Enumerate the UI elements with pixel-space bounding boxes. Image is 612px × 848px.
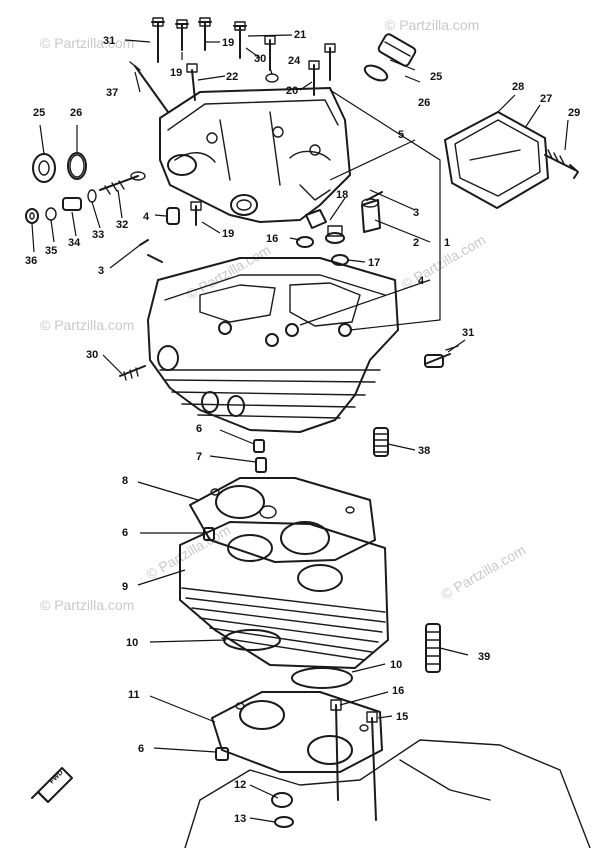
callout-2: 2 <box>413 237 419 249</box>
cylinder-head <box>119 257 459 433</box>
callout-26-left: 26 <box>70 107 82 119</box>
callout-11: 11 <box>128 689 140 701</box>
small-hardware <box>139 191 383 266</box>
callout-25-right: 25 <box>430 71 442 83</box>
callout-19-b: 19 <box>222 37 234 49</box>
callout-13: 13 <box>234 813 246 825</box>
right-side-parts <box>363 33 579 209</box>
callout-31: 31 <box>462 327 474 339</box>
watermark-8: © Partzilla.com <box>439 542 529 603</box>
callout-39: 39 <box>478 651 490 663</box>
callout-15: 16 <box>392 685 404 697</box>
callout-19-c: 20 <box>286 85 298 97</box>
callout-36: 36 <box>25 255 37 267</box>
callout-12: 12 <box>234 779 246 791</box>
callout-27: 27 <box>540 93 552 105</box>
callout-6-top: 6 <box>196 423 202 435</box>
callout-17: 18 <box>336 189 348 201</box>
left-side-parts <box>25 152 146 224</box>
callout-37: 37 <box>106 87 118 99</box>
callout-7: 7 <box>196 451 202 463</box>
callout-16-a: 16 <box>266 233 278 245</box>
callout-32: 32 <box>116 219 128 231</box>
callout-30: 30 <box>86 349 98 361</box>
callout-25-left: 25 <box>33 107 45 119</box>
callout-6-mid: 6 <box>122 527 128 539</box>
o-rings <box>223 629 353 689</box>
rocker-cover-assembly <box>159 87 351 223</box>
callout-23: 31 <box>103 35 115 47</box>
watermark-2: © Partzilla.com <box>385 17 479 33</box>
callout-18: 19 <box>222 228 234 240</box>
base-gasket <box>211 691 383 773</box>
callout-8: 8 <box>122 475 128 487</box>
callout-33: 33 <box>92 229 104 241</box>
head-gasket <box>189 477 376 563</box>
callout-26-right: 26 <box>418 97 430 109</box>
callout-19-a: 19 <box>170 67 182 79</box>
callout-4-left: 4 <box>143 211 150 223</box>
callout-9: 9 <box>122 581 128 593</box>
callout-16-b: 17 <box>368 257 380 269</box>
callout-labels: 31 19 19 30 21 24 22 20 25 26 37 28 27 2… <box>25 29 580 825</box>
fwd-label: FWD <box>48 769 64 785</box>
crankcase-partial <box>184 739 591 848</box>
watermark-6: © Partzilla.com <box>144 522 234 583</box>
callout-10-left: 10 <box>126 637 138 649</box>
fwd-orientation-marker: FWD <box>31 767 73 803</box>
callout-34: 34 <box>68 237 81 249</box>
callout-38: 38 <box>418 445 430 457</box>
callout-28: 28 <box>512 81 524 93</box>
callout-1: 1 <box>444 237 450 249</box>
callout-3-left: 3 <box>98 265 104 277</box>
callout-10-right: 10 <box>390 659 402 671</box>
watermark-4: © Partzilla.com <box>40 317 134 333</box>
callout-20: 21 <box>294 29 306 41</box>
top-bolts <box>129 17 336 113</box>
callout-6-bottom: 6 <box>138 743 144 755</box>
watermark-7: © Partzilla.com <box>40 597 134 613</box>
callout-21: 22 <box>226 71 238 83</box>
leader-lines <box>31 34 569 823</box>
watermark-1: © Partzilla.com <box>40 35 134 51</box>
watermark-3: © Partzilla.com <box>184 242 274 303</box>
callout-22: 30 <box>254 53 266 65</box>
callout-14: 15 <box>396 711 408 723</box>
callout-24: 24 <box>288 55 301 67</box>
callout-5: 5 <box>398 129 404 141</box>
callout-35: 35 <box>45 245 57 257</box>
callout-29: 29 <box>568 107 580 119</box>
callout-4-right: 4 <box>418 275 425 287</box>
callout-3-right: 3 <box>413 207 419 219</box>
studs <box>330 699 378 821</box>
